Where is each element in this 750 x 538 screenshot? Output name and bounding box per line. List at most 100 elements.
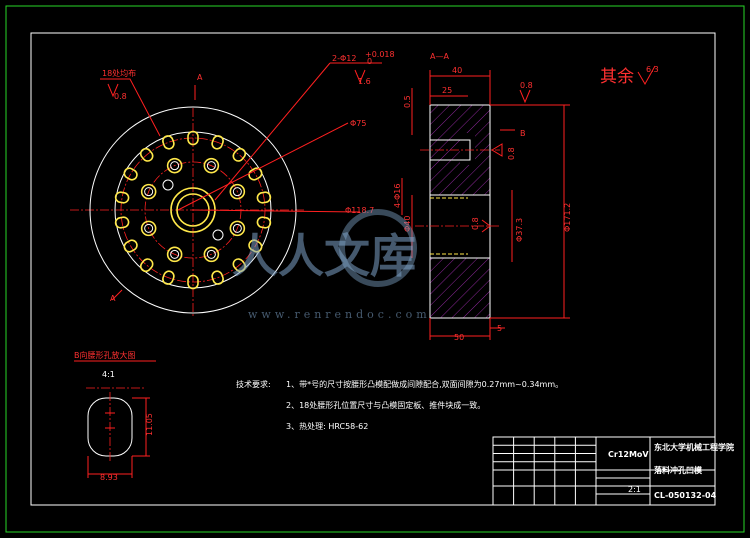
pin-note-leader [214,62,331,201]
pin-hole-upper [162,179,174,191]
waist-slot [211,270,224,285]
pin-hole-tol-lower: 0 [367,57,372,66]
bolt-hole [140,183,157,200]
waist-slot [123,167,138,181]
tech-item-3: 3、热处理: HRC58-62 [286,421,368,431]
pin-roughness-symbol [354,69,366,84]
bolt-hole-thread [232,223,242,233]
pin-roughness-value: 1.6 [358,77,371,86]
title-block-grid [493,437,650,505]
detail-scale: 4:1 [102,370,115,379]
rest-roughness-label: 其余 [600,67,634,87]
bolt-pitch-circle [144,161,242,259]
slot-roughness-value: 0.8 [114,92,127,101]
detail-dim-width: 8.93 [100,473,118,482]
tb-drawing-no: CL-050132-04 [654,491,717,500]
slot-pitch-circle [120,137,266,283]
bolt-hole-thread [170,161,180,171]
bolt-hole-thread [232,187,242,197]
bolt-hole [140,220,157,237]
tb-scale: 2:1 [628,485,641,494]
bolt-hole-ring [140,157,246,263]
waist-slot [139,147,154,162]
waist-slot [187,274,199,290]
rest-roughness-symbol [637,65,656,86]
waist-slot [162,135,175,150]
waist-slot [232,258,247,273]
bolt-circle-dim: Φ75 [350,119,366,128]
rest-roughness-value: 6.3 [646,65,659,74]
slot-roughness-symbol [107,83,119,98]
dim-bore-value: Φ40 [403,216,412,232]
die-outer-circle [89,106,297,314]
hatch-bottom [430,258,490,318]
dim-width-value: 40 [452,66,462,75]
detail-view-b: B向腰形孔放大图 4:1 11.05 8.93 [74,350,156,482]
detail-dim-height: 11.05 [145,413,154,436]
watermark-url: www.renrendoc.com [248,308,431,321]
waist-slot [248,167,263,181]
bolt-hole [229,220,246,237]
pin-hole-lower [212,229,224,241]
pin-hole-note: 2-Φ12 [332,54,356,63]
bolt-circle-leader [177,122,349,211]
waist-slot-ring [114,130,272,290]
slot-note-leader [100,78,161,137]
bolt-hole [229,183,246,200]
bolt-hole [166,157,183,174]
top-roughness-symbol [519,89,531,104]
main-view: 18处均布 0.8 2-Φ12 +0.018 0 1.6 Φ75 Φ118.7 … [70,50,395,318]
watermark-brand: 人人文库 [232,229,416,283]
dim-base-value: 50 [454,333,464,342]
title-block-frame [492,436,716,506]
section-mark-top: A [197,73,203,82]
outer-dia-leader [192,209,361,213]
hatch-mid [430,165,490,195]
view-direction-B: B [520,129,526,138]
hatch-upper-right [475,133,490,165]
bolt-hole [203,246,220,263]
sheet-outer-border [5,5,745,533]
watermark: 人人文库 www.renrendoc.com [232,209,431,321]
tb-material: Cr12MoV [608,450,649,459]
waist-slot [139,258,154,273]
bolt-hole-thread [144,187,154,197]
hatch-top [430,105,490,133]
dim-step-value: 25 [442,86,452,95]
top-roughness-value: 0.8 [520,81,533,90]
tb-school: 东北大学机械工程学院 [654,442,734,452]
waist-slot [232,147,247,162]
bolt-hole-thread [144,223,154,233]
title-block: Cr12MoV 东北大学机械工程学院 落料冲孔凹模 CL-050132-04 2… [492,436,734,506]
tech-item-2: 2、18处腰形孔位置尺寸与凸模固定板、推件块成一致。 [286,400,485,410]
slot-roughness-section: 0.8 [507,147,516,160]
waist-slot [162,270,175,285]
section-mark-bottom: A [110,294,116,303]
tech-item-1: 1、带*号的尺寸按腰形凸模配做成间隙配合,双面间隙为0.27mm~0.34mm。 [286,379,563,389]
tb-part-name: 落料冲孔凹模 [654,465,703,475]
tech-heading: 技术要求: [236,379,271,389]
bolt-hole-thread [206,249,216,259]
slot-note-label: 18处均布 [102,68,136,78]
dim-hole-h-value: 4-Φ16 [393,184,402,208]
dim-offset-value: 5 [497,324,502,333]
pin-hole-tol-upper: +0.018 [365,50,395,59]
slot-roughness-triangle [491,143,503,157]
waist-slot [256,216,272,229]
bolt-hole-thread [206,161,216,171]
section-view-a-a: A—A 40 25 0.5 0.8 B [393,52,572,342]
bore-roughness-symbol [481,219,491,233]
section-title: A—A [430,52,449,61]
waist-slot [114,191,130,204]
waist-slot [248,239,263,253]
waist-slot [123,239,138,253]
dim-pilot-value: Φ37.3 [515,218,524,242]
dim-step-height-value: 0.5 [403,95,412,108]
bolt-hole [203,157,220,174]
waist-slot [187,130,199,146]
bolt-hole [166,246,183,263]
bolt-hole-thread [170,249,180,259]
sheet-inner-border [30,32,716,506]
waist-slot [211,135,224,150]
